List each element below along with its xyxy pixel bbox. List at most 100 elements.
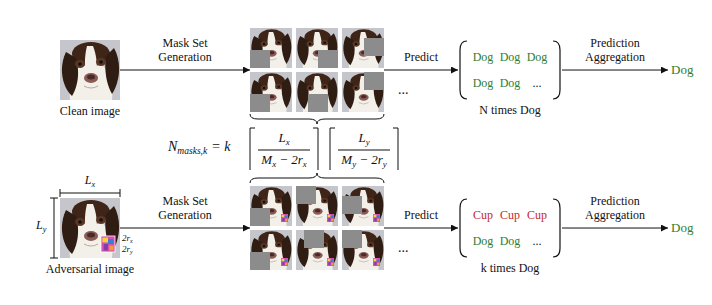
label-text: M — [261, 153, 272, 166]
masked-thumbnails — [308, 94, 328, 112]
masked-thumbnails — [250, 28, 292, 68]
masked-thumbnails — [342, 72, 384, 112]
prediction-label: Dog — [500, 51, 521, 65]
masked-thumbnails — [250, 186, 384, 270]
prediction-label: ... — [533, 77, 542, 91]
flow-arrow — [384, 228, 458, 229]
masked-thumbnails — [250, 208, 270, 226]
patch-size-label: 2rx — [122, 234, 133, 243]
adversarial-photo — [101, 236, 115, 252]
subscript: y — [366, 138, 370, 147]
brace — [250, 114, 384, 124]
masked-thumbnails — [250, 50, 270, 68]
label-text: M — [341, 153, 352, 166]
formula: Lx — [278, 131, 289, 144]
formula: Ly — [358, 131, 369, 144]
masked-thumbnails — [342, 186, 384, 226]
bracket-line — [460, 199, 467, 257]
dimension-lines — [50, 189, 120, 258]
dimension-lines — [50, 258, 58, 259]
dimension-lines — [54, 198, 55, 258]
prediction-label: Cup — [500, 209, 520, 223]
label-text: − 2r — [359, 153, 383, 166]
masked-thumbnails — [364, 38, 384, 56]
masked-thumbnails — [296, 230, 338, 270]
prediction-label: Dog — [473, 77, 494, 91]
edge-label: Mask Set Generation — [143, 37, 227, 65]
subscript: x — [303, 160, 307, 169]
masked-thumbnails — [250, 186, 292, 226]
label-text: 2r — [122, 234, 130, 243]
masked-thumbnails — [318, 50, 338, 68]
dimension-lines — [60, 193, 120, 194]
edge-label: Predict — [379, 209, 463, 223]
edge-label: Prediction Aggregation — [573, 195, 657, 223]
subscript: masks,k — [177, 147, 207, 157]
bracket-outline — [458, 40, 562, 100]
masked-thumbnails — [327, 258, 334, 266]
subscript: y — [383, 160, 387, 169]
label-text: L — [278, 131, 285, 144]
ellipsis: ... — [398, 82, 409, 98]
subscript: y — [130, 249, 133, 255]
prediction-matrix: DogDogDogDogDog...N times Dog — [458, 40, 562, 100]
prediction-label: Dog — [500, 235, 521, 249]
masked-thumbnails — [250, 72, 292, 112]
masked-thumbnails — [250, 252, 270, 270]
subscript: x — [92, 181, 96, 189]
masked-thumbnails — [342, 196, 362, 214]
formula-strokes — [338, 150, 390, 151]
flow-arrow — [120, 70, 250, 71]
prediction-label: Dog — [473, 51, 494, 65]
label-text: L — [358, 131, 365, 144]
ellipsis: ... — [398, 240, 409, 256]
label-text: N — [168, 140, 177, 154]
flow-arrow — [562, 228, 668, 229]
edge-label: Predict — [379, 51, 463, 65]
count-caption: N times Dog — [479, 104, 540, 118]
dimension-lines — [60, 189, 61, 197]
masked-thumbnails — [342, 230, 384, 270]
count-caption: k times Dog — [481, 262, 540, 276]
dimension-lines — [50, 198, 58, 199]
subscript: x — [130, 238, 133, 244]
formula: My− 2ry — [341, 153, 386, 166]
patch-size-label: 2ry — [122, 245, 133, 254]
bracket-line — [553, 41, 560, 99]
subscript: x — [272, 160, 276, 169]
prediction-label: ... — [533, 235, 542, 249]
dog-photo — [60, 40, 120, 100]
dimension-label: Ly — [36, 219, 46, 231]
label-text: 2r — [122, 245, 130, 254]
final-prediction: Dog — [671, 221, 694, 236]
flow-arrow — [562, 70, 668, 71]
masked-thumbnails — [250, 230, 292, 270]
masked-thumbnails — [296, 186, 338, 226]
flow-arrow — [384, 70, 458, 71]
adversarial-photo — [101, 236, 115, 252]
adversarial-photo — [60, 198, 120, 258]
formula-strokes — [250, 128, 398, 170]
subscript: y — [43, 226, 47, 234]
dimension-lines — [120, 189, 121, 197]
edge-label: Prediction Aggregation — [573, 37, 657, 65]
prediction-label: Dog — [527, 51, 548, 65]
masked-thumbnails — [373, 214, 380, 222]
edge-label: Mask Set Generation — [143, 195, 227, 223]
formula-strokes — [258, 150, 310, 151]
image-caption: Clean image — [60, 105, 120, 119]
masked-thumbnails — [304, 230, 324, 248]
adversarial-photo — [60, 198, 120, 258]
dimension-label: Lx — [85, 174, 95, 186]
prediction-label: Dog — [473, 235, 494, 249]
label-text: L — [36, 219, 43, 231]
prediction-label: Dog — [500, 77, 521, 91]
prediction-output: Dog — [668, 61, 697, 80]
image-node: Clean image — [60, 40, 120, 100]
masked-thumbnails — [364, 72, 384, 90]
prediction-label: Cup — [473, 209, 493, 223]
formula: Mx− 2rx — [261, 153, 306, 166]
masked-thumbnails — [327, 214, 334, 222]
label-text: = k — [211, 140, 230, 154]
